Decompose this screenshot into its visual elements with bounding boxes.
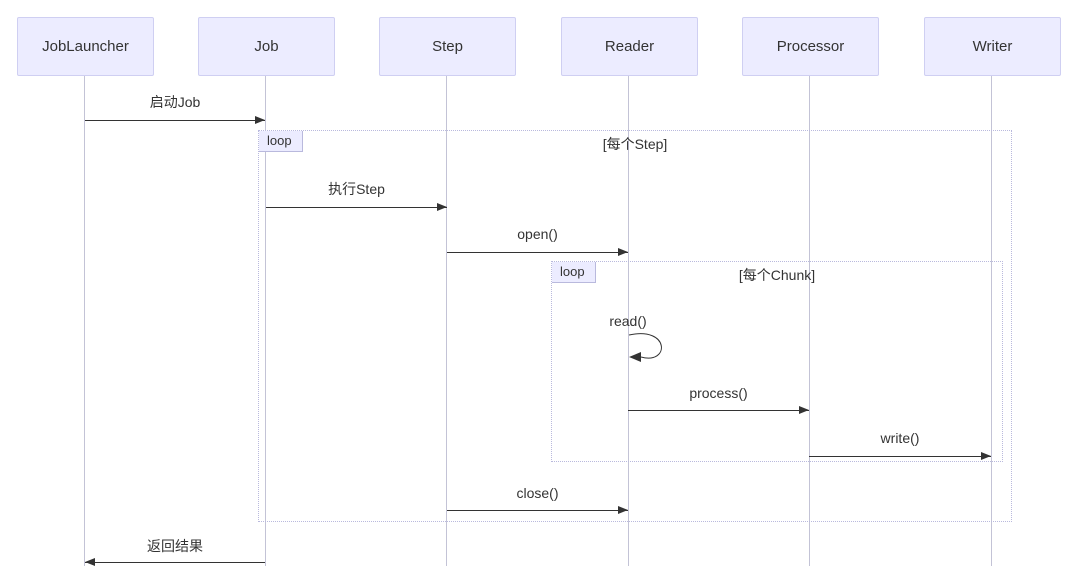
actor-joblauncher: JobLauncher	[17, 17, 154, 76]
self-message-arrow	[628, 333, 662, 362]
loop-condition: [每个Step]	[602, 136, 668, 152]
lifeline-writer	[991, 75, 992, 566]
actor-processor: Processor	[742, 17, 879, 76]
actor-label: Step	[432, 38, 463, 55]
message-label: close()	[516, 485, 559, 501]
actor-reader: Reader	[561, 17, 698, 76]
actor-writer: Writer	[924, 17, 1061, 76]
message-label: read()	[609, 313, 647, 329]
message-arrow	[809, 452, 991, 460]
actor-job: Job	[198, 17, 335, 76]
message-arrow	[85, 116, 265, 124]
message-label: 执行Step	[328, 181, 385, 197]
lifeline-joblauncher	[84, 75, 85, 566]
lifeline-processor	[809, 75, 810, 566]
message-label: 启动Job	[149, 94, 201, 110]
message-label: process()	[689, 385, 748, 401]
message-arrow	[85, 558, 265, 566]
lifeline-step	[446, 75, 447, 566]
actor-label: Job	[254, 38, 279, 55]
loop-label: loop	[259, 131, 303, 152]
message-arrow	[628, 406, 809, 414]
loop-box-chunk: loop [每个Chunk]	[551, 261, 1003, 462]
actor-step: Step	[379, 17, 516, 76]
message-label: write()	[880, 430, 920, 446]
message-label: 返回结果	[147, 538, 203, 554]
loop-label: loop	[552, 262, 596, 283]
message-label: open()	[517, 226, 558, 242]
message-arrow	[447, 506, 628, 514]
actor-label: Writer	[972, 38, 1013, 55]
message-arrow	[266, 203, 447, 211]
actor-label: Processor	[776, 38, 845, 55]
lifeline-reader	[628, 75, 629, 566]
loop-box-step: loop [每个Step]	[258, 130, 1012, 522]
actor-label: JobLauncher	[42, 38, 129, 55]
message-arrow	[447, 248, 628, 256]
loop-condition: [每个Chunk]	[738, 267, 816, 283]
lifeline-job	[265, 75, 266, 566]
actor-label: Reader	[604, 38, 655, 55]
